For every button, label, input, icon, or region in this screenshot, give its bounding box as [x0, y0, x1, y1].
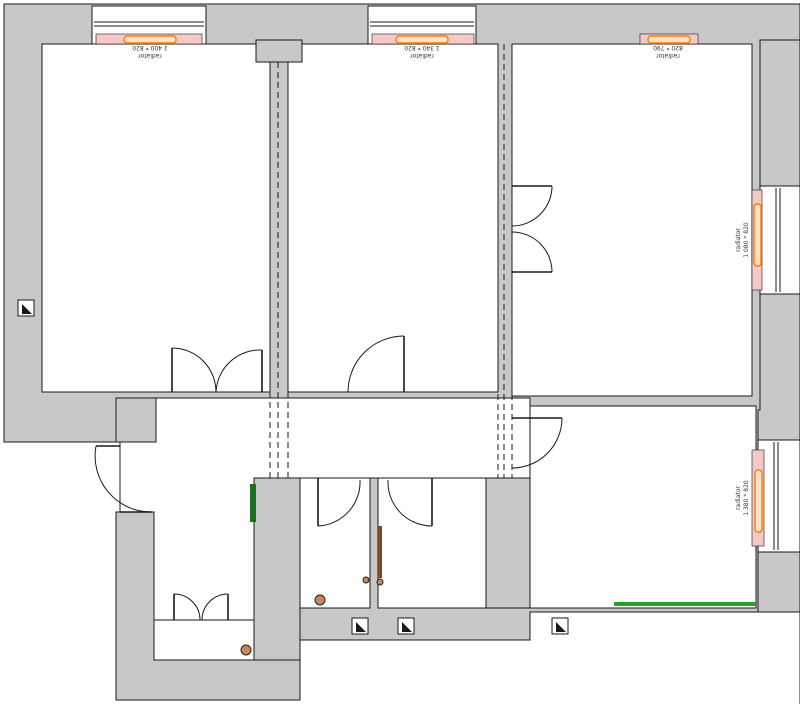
ventilation-shaft-icon [17, 299, 569, 635]
radiator-icon [95, 33, 765, 547]
column-top [255, 39, 303, 63]
radiator-label-1-name: radiator [138, 52, 162, 59]
room-1 [41, 43, 271, 393]
radiator-label-1-dim: 1 400 * 820 [132, 44, 168, 51]
room-2 [287, 43, 499, 393]
door-swing-icon [94, 185, 563, 621]
radiator-label-2-dim: 1 340 * 820 [404, 44, 440, 51]
storage-block [485, 477, 531, 609]
entry-divider [253, 477, 301, 661]
room-3 [511, 43, 753, 397]
cabinet [250, 484, 256, 522]
room-4 [529, 405, 757, 609]
pipe-riser-icon [240, 526, 384, 656]
lower-left-pillar [115, 397, 157, 443]
baseboard-heater [614, 602, 756, 606]
radiator-label-3side-dim: 1 080 * 820 [743, 222, 750, 258]
radiator-label-2-name: radiator [410, 52, 434, 59]
radiator-label-3side-name: radiator [735, 228, 742, 252]
radiator-label-3-dim: 820 * 790 [653, 44, 683, 51]
radiator-label-4side-dim: 1 380 * 820 [743, 480, 750, 516]
bathroom-1 [299, 477, 371, 609]
radiator-label-3-name: radiator [656, 52, 680, 59]
radiator-label-4side-name: radiator [735, 486, 742, 510]
